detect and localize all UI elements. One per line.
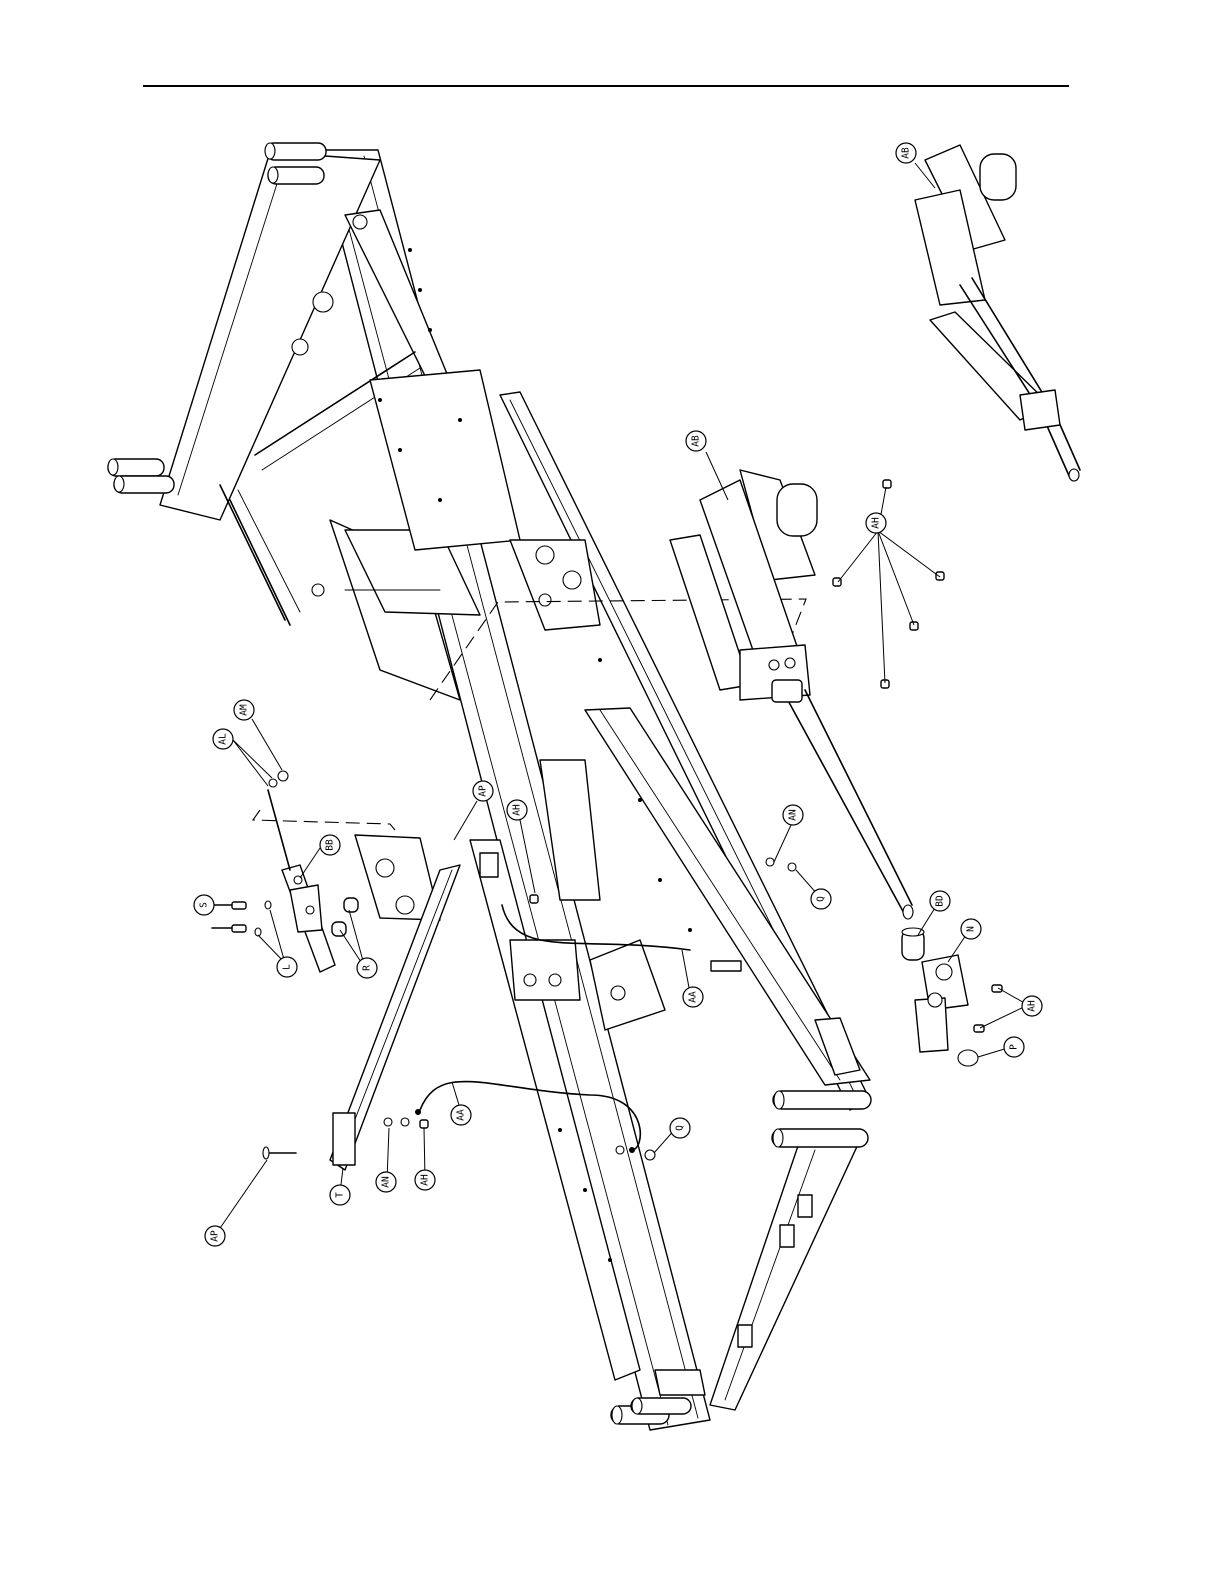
callout-t: T <box>330 1185 350 1205</box>
callout-t-label: T <box>335 1192 346 1198</box>
callout-bd-label: BD <box>935 895 946 907</box>
callout-q-right: Q <box>811 889 831 909</box>
callout-ah-left: AH <box>415 1170 435 1190</box>
callout-ab-mid-label: AB <box>691 435 702 447</box>
callout-q-right-label: Q <box>816 896 827 902</box>
callout-aa-right-label: AA <box>688 991 699 1003</box>
callout-s: S <box>194 895 214 915</box>
callout-ab-mid: AB <box>686 431 706 451</box>
callout-ap-left: AP <box>205 1226 225 1246</box>
callout-l-label: L <box>282 964 293 970</box>
callout-ah-mid-label: AH <box>512 804 523 816</box>
callout-an-left-label: AN <box>381 1176 392 1188</box>
callout-ap-left-label: AP <box>210 1230 221 1242</box>
callout-ab-top-label: AB <box>901 147 912 159</box>
leader-lines <box>213 163 1028 1234</box>
callout-bd: BD <box>930 891 950 911</box>
callout-am-label: AM <box>239 704 250 716</box>
callout-ah-right: AH <box>866 513 886 533</box>
callout-p: P <box>1004 1037 1024 1057</box>
bracket-bb-hardware <box>212 771 358 972</box>
callout-ah-right-label: AH <box>871 517 882 529</box>
callout-aa-right: AA <box>683 987 703 1007</box>
callout-n: N <box>961 919 981 939</box>
callout-s-label: S <box>199 902 210 908</box>
callout-am: AM <box>234 700 254 720</box>
callout-r: R <box>357 958 377 978</box>
callout-ab-top: AB <box>896 143 916 163</box>
callout-r-label: R <box>362 965 373 971</box>
callout-ap-mid-label: AP <box>478 785 489 797</box>
callout-q-mid-label: Q <box>675 1125 686 1131</box>
callout-an-right-label: AN <box>788 809 799 821</box>
callout-aa-mid-label: AA <box>456 1109 467 1121</box>
callout-n-label: N <box>966 926 977 932</box>
callout-bb-label: BB <box>325 839 336 851</box>
callout-an-left: AN <box>376 1172 396 1192</box>
callout-al: AL <box>213 729 233 749</box>
callout-p-label: P <box>1009 1044 1020 1050</box>
callout-ap-mid: AP <box>473 781 493 801</box>
callout-al-label: AL <box>218 733 229 745</box>
callout-q-mid: Q <box>670 1118 690 1138</box>
callout-l: L <box>277 957 297 977</box>
callout-aa-mid: AA <box>451 1105 471 1125</box>
actuator-ab-exploded <box>915 145 1080 481</box>
callout-an-right: AN <box>783 805 803 825</box>
callout-ah-lower-right: AH <box>1022 996 1042 1016</box>
callout-ah-lower-right-label: AH <box>1027 1000 1038 1012</box>
callout-ah-mid: AH <box>507 800 527 820</box>
pin-ap <box>263 1147 296 1159</box>
callout-bb: BB <box>320 835 340 855</box>
callout-ah-left-label: AH <box>420 1174 431 1186</box>
